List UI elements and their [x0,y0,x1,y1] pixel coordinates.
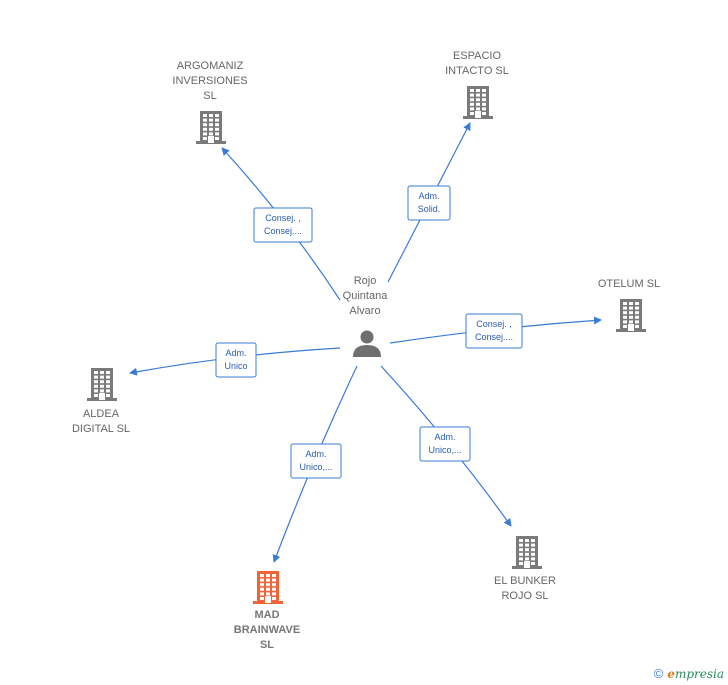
building-icon [253,571,283,604]
building-icon [196,111,226,144]
footer-brand: © empresia [654,666,724,681]
building-icon [87,368,117,401]
relation-label-espacio[interactable]: Adm.Solid. [407,185,451,221]
relation-label-argomaniz[interactable]: Consej. ,Consej.... [253,207,313,243]
relation-text-otelum: Consej. ,Consej.... [475,319,513,342]
building-icon [616,299,646,332]
relation-text-espacio: Adm.Solid. [418,191,441,214]
building-icon [512,536,542,569]
company-node-otelum[interactable]: OTELUM SL [598,278,660,332]
relation-text-aldea: Adm.Unico [224,348,247,371]
relation-labels-layer: Consej. ,Consej.... Adm.Solid. Consej. ,Co… [215,185,523,479]
copyright-symbol: © [653,666,664,681]
relation-text-elbunker: Adm.Unico,... [428,432,461,455]
relation-label-mad[interactable]: Adm.Unico,... [290,443,342,479]
company-label-otelum: OTELUM SL [598,278,660,290]
relation-label-elbunker[interactable]: Adm.Unico,... [419,426,471,462]
relation-label-aldea[interactable]: Adm.Unico [215,342,257,378]
person-icon [353,330,381,357]
relation-label-otelum[interactable]: Consej. ,Consej.... [465,313,523,349]
brand-logo: empresia [667,666,724,681]
relation-text-mad: Adm.Unico,... [299,449,332,472]
building-icon [463,86,493,119]
relation-text-argomaniz: Consej. ,Consej.... [264,213,302,236]
